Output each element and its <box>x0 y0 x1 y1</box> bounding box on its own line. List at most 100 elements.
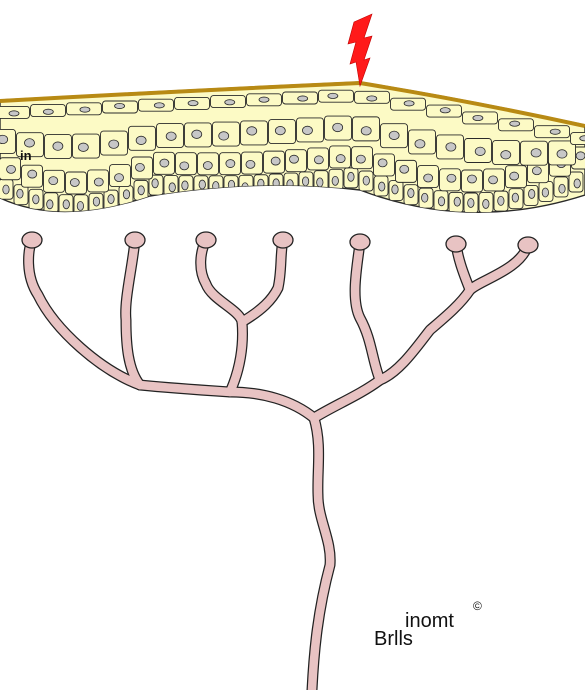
cell-nucleus <box>314 156 323 164</box>
cell-nucleus <box>77 201 83 210</box>
cell-nucleus <box>379 182 385 191</box>
cell-nucleus <box>367 96 377 101</box>
cell-nucleus <box>271 157 280 165</box>
cell-nucleus <box>532 167 541 175</box>
cell-nucleus <box>415 140 425 148</box>
cell-nucleus <box>333 123 343 131</box>
nerve-ending <box>125 232 145 248</box>
cell-nucleus <box>43 109 53 114</box>
cell-nucleus <box>438 197 444 206</box>
side-label: in <box>20 148 32 163</box>
nerve-ending <box>350 234 370 250</box>
cell-nucleus <box>182 181 188 190</box>
cell-nucleus <box>203 161 212 169</box>
cell-nucleus <box>468 198 474 207</box>
nerve-branch <box>201 240 243 392</box>
cell-nucleus <box>115 174 124 182</box>
cell-nucleus <box>501 151 511 159</box>
cell-nucleus <box>135 163 144 171</box>
cell-nucleus <box>63 200 69 209</box>
nerve-branch <box>314 245 528 418</box>
cell-nucleus <box>152 179 158 188</box>
cell-nucleus <box>348 172 354 181</box>
cell-nucleus <box>3 185 9 194</box>
cell-nucleus <box>512 193 518 202</box>
logo: inomt © Brlls <box>374 599 482 650</box>
sensory-nerve <box>22 232 538 690</box>
cell-nucleus <box>93 197 99 206</box>
cell-nucleus <box>80 107 90 112</box>
nerve-ending <box>273 232 293 248</box>
cell-nucleus <box>559 184 565 193</box>
cell-nucleus <box>17 189 23 198</box>
cell-nucleus <box>510 121 520 126</box>
cell-nucleus <box>542 188 548 197</box>
cell-nucleus <box>47 200 53 209</box>
cell-nucleus <box>408 189 414 198</box>
cell-nucleus <box>489 176 498 184</box>
lightning-bolt-icon <box>348 14 372 86</box>
cell-nucleus <box>213 182 219 191</box>
cell-nucleus <box>328 93 338 98</box>
cell-nucleus <box>225 100 235 105</box>
cell-nucleus <box>473 115 483 120</box>
cell-nucleus <box>169 183 175 192</box>
cell-nucleus <box>510 172 519 180</box>
cell-nucleus <box>446 143 456 151</box>
cell-nucleus <box>7 165 16 173</box>
cell-nucleus <box>447 174 456 182</box>
cell-nucleus <box>454 197 460 206</box>
cell-nucleus <box>94 178 103 186</box>
cell-nucleus <box>483 199 489 208</box>
cell-nucleus <box>557 150 567 158</box>
cell-nucleus <box>574 179 580 188</box>
cell-nucleus <box>298 96 308 101</box>
cell-nucleus <box>467 175 476 183</box>
cell-nucleus <box>49 177 58 185</box>
cell-nucleus <box>576 152 585 160</box>
cell-nucleus <box>219 132 229 140</box>
cell-nucleus <box>498 196 504 205</box>
cell-nucleus <box>108 195 114 204</box>
cell-nucleus <box>180 162 189 170</box>
cell-nucleus <box>317 178 323 187</box>
cell-nucleus <box>550 129 560 134</box>
cell-nucleus <box>475 147 485 155</box>
cell-nucleus <box>258 179 264 188</box>
cell-nucleus <box>290 155 299 163</box>
logo-bottom-text: Brlls <box>374 628 413 650</box>
cell-nucleus <box>154 103 164 108</box>
copyright-symbol: © <box>473 599 482 613</box>
cell-nucleus <box>246 160 255 168</box>
cell-nucleus <box>363 176 369 185</box>
cell-nucleus <box>389 131 399 139</box>
cell-nucleus <box>188 101 198 106</box>
nerve-ending <box>196 232 216 248</box>
nerve-ending <box>518 237 538 253</box>
cell-nucleus <box>528 189 534 198</box>
cell-nucleus <box>123 190 129 199</box>
cell-nucleus <box>259 97 269 102</box>
cell-nucleus <box>302 177 308 186</box>
cell-nucleus <box>166 132 176 140</box>
cell-nucleus <box>242 183 248 192</box>
cell-nucleus <box>275 126 285 134</box>
cell-nucleus <box>70 179 79 187</box>
cell-nucleus <box>440 108 450 113</box>
cell-nucleus <box>136 136 146 144</box>
nerve-branch <box>312 418 330 690</box>
cell-nucleus <box>138 186 144 195</box>
cell-nucleus <box>336 155 345 163</box>
cell-nucleus <box>302 126 312 134</box>
cell-nucleus <box>247 127 257 135</box>
cell-nucleus <box>332 176 338 185</box>
cell-nucleus <box>199 180 205 189</box>
cell-nucleus <box>422 193 428 202</box>
cell-nucleus <box>9 111 19 116</box>
nerve-branch <box>126 240 140 385</box>
cell-nucleus <box>404 101 414 106</box>
cell-nucleus <box>378 159 387 167</box>
cell-nucleus <box>228 180 234 189</box>
cell-nucleus <box>226 160 235 168</box>
cell-nucleus <box>28 170 37 178</box>
